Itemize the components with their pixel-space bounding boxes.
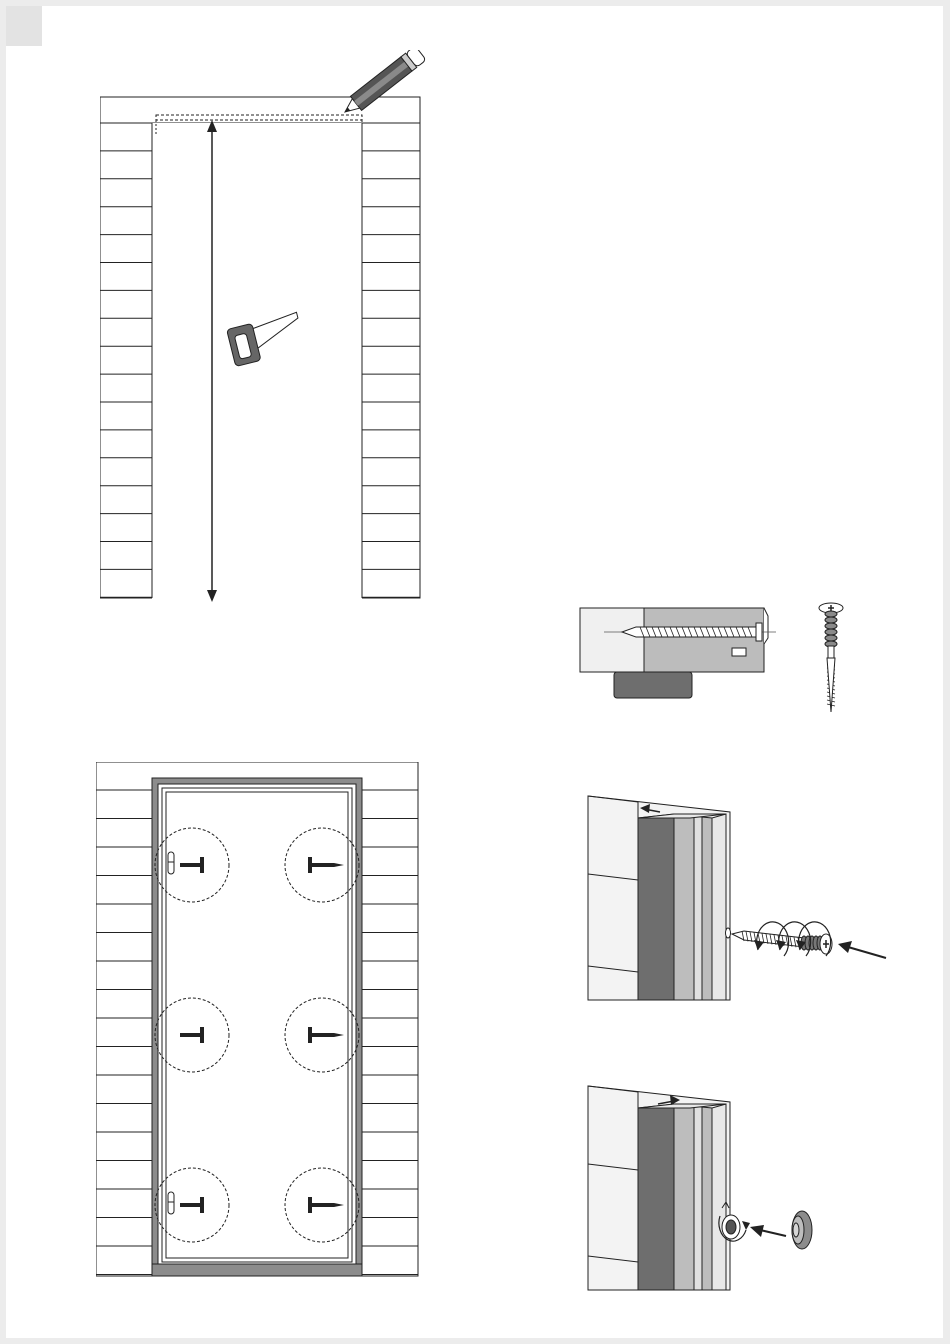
spirit-level-icon [168,1192,174,1214]
wall-opening [152,123,362,603]
dark-profile [638,1104,674,1290]
page-corner-tab [6,6,42,46]
screw-icon [819,603,843,712]
dark-profile [638,814,674,1000]
fig-frame-screw-positions [96,762,426,1282]
spirit-level-icon [168,852,174,874]
fig-fit-cover-cap [582,1080,892,1295]
screw-head [722,1215,740,1239]
door-leaf-edge [614,672,692,698]
frame-profile [644,608,764,672]
wall-right [362,97,420,598]
push-arrow-icon [750,1225,786,1237]
fig-screw-cross-section [576,596,856,721]
push-arrow-icon [838,941,886,958]
fig-measure-opening [100,50,430,610]
wall-section [580,608,644,672]
fig-insert-adjustment-screw [582,790,892,1005]
wall-left [100,97,152,598]
cover-cap-icon [792,1211,812,1249]
manual-page [6,6,943,1338]
